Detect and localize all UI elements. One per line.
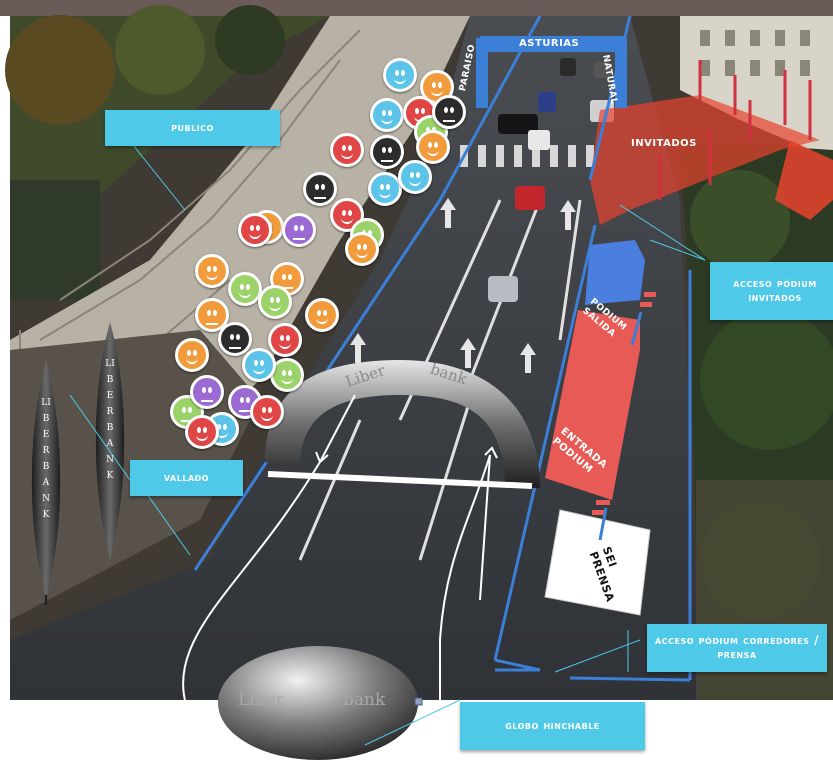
podium-arrow: [630, 311, 643, 346]
car: [560, 58, 576, 76]
crowd-face-icon: [368, 172, 402, 206]
crowd-face-icon: [370, 135, 404, 169]
park-area: [10, 180, 100, 300]
crowd-face-icon: [330, 133, 364, 167]
acceso-podium-corredores-callout: ACCESO PÓDIUM CORREDORES / PRENSA: [647, 624, 827, 672]
invitados-zone-text: INVITADOS: [631, 138, 697, 149]
vallado-callout: VALLADO: [130, 460, 243, 496]
car: [594, 62, 610, 78]
flag-text-left: LIBERBANK: [41, 398, 51, 520]
crowd-face-icon: [185, 415, 219, 449]
plaza-pattern: [39, 59, 341, 341]
asturias-arch: [476, 36, 627, 108]
feather-flag-right: [95, 322, 125, 560]
inflatable-balloon: [218, 646, 418, 760]
podium-step: [644, 292, 656, 297]
tree-canopy: [700, 310, 833, 450]
plaza-pattern: [59, 29, 361, 301]
flag-poles: [658, 60, 812, 200]
crowd-face-icon: [282, 213, 316, 247]
crowd-face-icon: [305, 298, 339, 332]
building-right: [680, 16, 833, 160]
car: [498, 114, 538, 134]
crowd-face-icon: [190, 375, 224, 409]
inflatable-arch: [265, 360, 540, 488]
crowd-face-icon: [370, 98, 404, 132]
crowd-face-icon: [258, 285, 292, 319]
car: [515, 186, 545, 210]
flag-text-right: LIBERBANK: [105, 359, 115, 481]
feather-flag-left: [31, 360, 61, 600]
publico-callout: PUBLICO: [105, 110, 280, 146]
balloon-leader-line: [364, 699, 461, 746]
crowd-face-icon: [195, 254, 229, 288]
invitados-zone: [590, 95, 820, 225]
tree-canopy: [215, 5, 285, 75]
car: [488, 276, 518, 302]
crowd-face-icon: [228, 272, 262, 306]
car: [528, 130, 550, 150]
tree-canopy: [5, 15, 115, 125]
crowd-face-icon: [345, 232, 379, 266]
balloon-anchor: [414, 697, 423, 706]
car: [538, 92, 556, 112]
balloon-text-right: bank: [343, 690, 386, 710]
arch-top-text: ASTURIAS: [519, 38, 580, 49]
globo-hinchable-callout: GLOBO HINCHABLE: [460, 702, 645, 750]
podium-salida: [585, 240, 645, 305]
crowd-face-icon: [250, 395, 284, 429]
crowd-face-icon: [268, 323, 302, 357]
crowd-face-icon: [238, 213, 272, 247]
crowd-face-icon: [383, 58, 417, 92]
building-windows: [700, 30, 810, 76]
sei-prensa-area: [544, 509, 651, 616]
balloon-text-left: Liber: [238, 690, 284, 710]
prensa-arrow: [598, 507, 608, 541]
crowd-face-icon: [416, 130, 450, 164]
podium-step: [592, 510, 606, 515]
crowd-face-icon: [175, 338, 209, 372]
crowd-face-icon: [242, 348, 276, 382]
crowd-face-icon: [303, 172, 337, 206]
podium-step: [596, 500, 610, 505]
invitados-panel: [775, 140, 833, 220]
top-photo-strip: [0, 0, 833, 16]
lane-arrows: [350, 198, 576, 373]
podium-step: [640, 302, 652, 307]
tree-canopy: [690, 170, 790, 270]
crowd-face-icon: [218, 322, 252, 356]
crowd-face-icon: [398, 160, 432, 194]
balloon-boundary: [182, 454, 491, 772]
crowd-face-icon: [432, 95, 466, 129]
entrada-podium: [545, 310, 640, 500]
tree-canopy: [115, 5, 205, 95]
acceso-podium-invitados-callout: ACCESO PÓDIUM INVITADOS: [710, 262, 833, 320]
